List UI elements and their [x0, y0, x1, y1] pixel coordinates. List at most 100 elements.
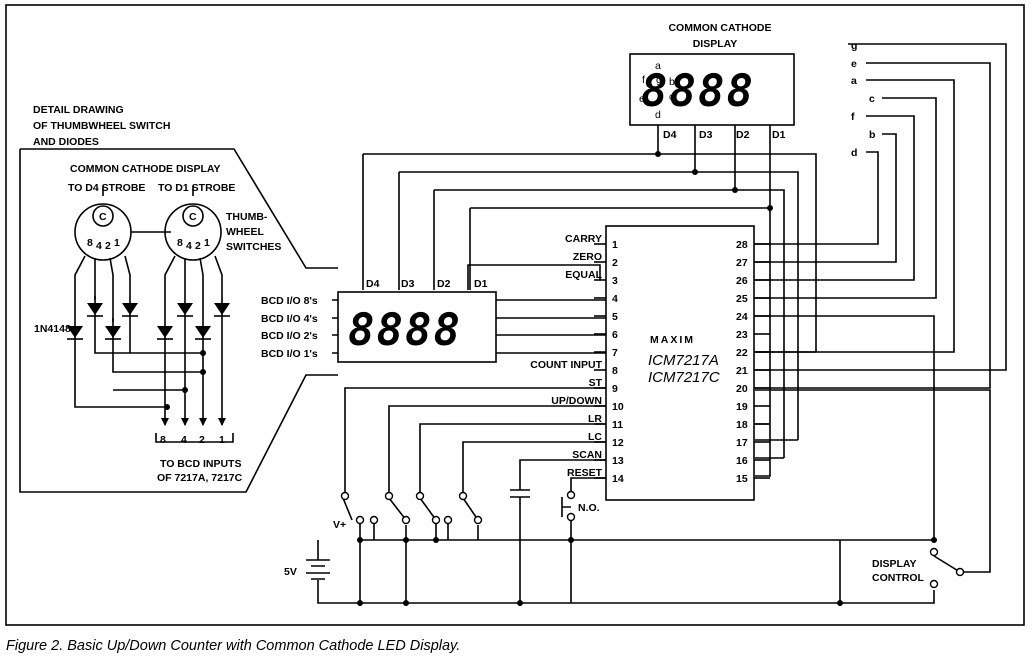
switch-1-c: C — [99, 211, 107, 223]
bcd-8s: BCD I/O 8's — [261, 295, 318, 307]
to-bcd-1: TO BCD INPUTS — [160, 458, 241, 470]
diode-1 — [67, 326, 83, 338]
chip-pin-right-16: 16 — [736, 455, 748, 467]
switch-contact-3 — [369, 515, 379, 525]
chip-pin-right-26: 26 — [736, 275, 748, 287]
switch-contact-14 — [929, 579, 939, 589]
bcd-input-8: 8 — [160, 434, 166, 446]
display-control-label-2: CONTROL — [872, 572, 924, 584]
chip-pin-label-12: LC — [588, 431, 602, 443]
diode-6 — [177, 303, 193, 315]
vplus-label: V+ — [333, 519, 346, 531]
switch-contact-1 — [340, 491, 350, 501]
switch-contact-5 — [401, 515, 411, 525]
top-display-digits: 8888 — [641, 66, 755, 117]
chip-pin-label-14: RESET — [567, 467, 603, 479]
switch-contact-12 — [566, 512, 576, 522]
switch-contacts — [340, 490, 965, 606]
thumbwheel-label-3: SWITCHES — [226, 241, 281, 253]
chip-pin-label-1: CARRY — [565, 233, 602, 245]
diode-label: 1N4148 — [34, 323, 71, 335]
bcd-input-1: 1 — [219, 434, 225, 446]
chip-pin-right-25: 25 — [736, 293, 748, 305]
chip-pin-right-28: 28 — [736, 239, 748, 251]
bcd-1s: BCD I/O 1's — [261, 348, 318, 360]
to-d4-strobe: TO D4 STROBE — [68, 182, 145, 194]
top-display-title-1: COMMON CATHODE — [668, 22, 771, 34]
top-d4: D4 — [663, 129, 677, 141]
diode-2 — [87, 303, 103, 315]
switch-contact-2 — [355, 515, 365, 525]
diode-array — [67, 303, 230, 340]
chip-pin-label-13: SCAN — [572, 449, 602, 461]
diode-5 — [157, 326, 173, 338]
out-b: b — [869, 129, 875, 141]
seg-label-c: c — [669, 91, 674, 103]
switch-contact-10 — [473, 515, 483, 525]
seg-label-d: d — [655, 109, 661, 121]
chip-part-1: ICM7217A — [648, 352, 719, 369]
display-control-label-1: DISPLAY — [872, 558, 917, 570]
bcd-input-4: 4 — [181, 434, 187, 446]
supply-label: 5V — [284, 566, 297, 578]
chip-pin-label-10: UP/DOWN — [551, 395, 602, 407]
chip-pin-right-21: 21 — [736, 365, 748, 377]
detail-display-label: COMMON CATHODE DISPLAY — [70, 163, 221, 175]
figure-border — [5, 4, 1025, 626]
top-d2: D2 — [736, 129, 750, 141]
mid-d3: D3 — [401, 278, 415, 290]
chip-pin-left-3: 3 — [612, 275, 618, 287]
switch-2-pin-2: 2 — [195, 240, 201, 252]
switch-1-pin-4: 4 — [96, 240, 102, 252]
seg-label-e: e — [639, 93, 645, 105]
chip-pin-right-17: 17 — [736, 437, 748, 449]
switch-2-c: C — [189, 211, 197, 223]
switch-2-pin-1: 1 — [204, 237, 210, 249]
bcd-4s: BCD I/O 4's — [261, 313, 318, 325]
switch-contact-13 — [929, 547, 939, 557]
bcd-2s: BCD I/O 2's — [261, 330, 318, 342]
chip-pin-left-8: 8 — [612, 365, 618, 377]
mid-d2: D2 — [437, 278, 451, 290]
chip-pin-right-15: 15 — [736, 473, 748, 485]
out-f: f — [851, 111, 855, 123]
top-display-title-2: DISPLAY — [693, 38, 738, 50]
to-bcd-2: OF 7217A, 7217C — [157, 472, 243, 484]
icm7217-chip — [605, 225, 755, 501]
out-d: d — [851, 147, 857, 159]
chip-pin-right-27: 27 — [736, 257, 748, 269]
switch-contact-15 — [955, 567, 965, 577]
chip-pin-right-24: 24 — [736, 311, 748, 323]
detail-title-2: OF THUMBWHEEL SWITCH — [33, 120, 170, 132]
detail-title-3: AND DIODES — [33, 136, 99, 148]
chip-pin-left-11: 11 — [612, 419, 623, 431]
chip-pin-left-14: 14 — [612, 473, 624, 485]
chip-pin-label-2: ZERO — [573, 251, 602, 263]
thumbwheel-label-1: THUMB- — [226, 211, 268, 223]
seg-label-f: f — [642, 74, 645, 86]
chip-pin-left-1: 1 — [612, 239, 618, 251]
chip-pin-right-19: 19 — [736, 401, 748, 413]
out-a: a — [851, 75, 857, 87]
diode-7 — [195, 326, 211, 338]
diode-8 — [214, 303, 230, 315]
switch-1-pin-8: 8 — [87, 237, 93, 249]
chip-pin-label-9: ST — [589, 377, 603, 389]
switch-contact-6 — [415, 491, 425, 501]
middle-display-body — [337, 291, 497, 363]
chip-pin-label-3: EQUAL — [565, 269, 602, 281]
chip-pin-left-13: 13 — [612, 455, 624, 467]
middle-display-digits: 8888 — [348, 305, 462, 356]
chip-brand: MAXIM — [650, 334, 695, 346]
no-switch-label: N.O. — [578, 502, 600, 514]
chip-pin-label-8: COUNT INPUT — [530, 359, 602, 371]
switch-contact-8 — [443, 515, 453, 525]
seg-label-g: g — [656, 74, 662, 86]
control-circuit — [306, 315, 991, 604]
switch-1-pin-2: 2 — [105, 240, 111, 252]
diode-4 — [122, 303, 138, 315]
switch-2-pin-8: 8 — [177, 237, 183, 249]
top-d1: D1 — [772, 129, 786, 141]
out-g: g — [851, 40, 857, 52]
